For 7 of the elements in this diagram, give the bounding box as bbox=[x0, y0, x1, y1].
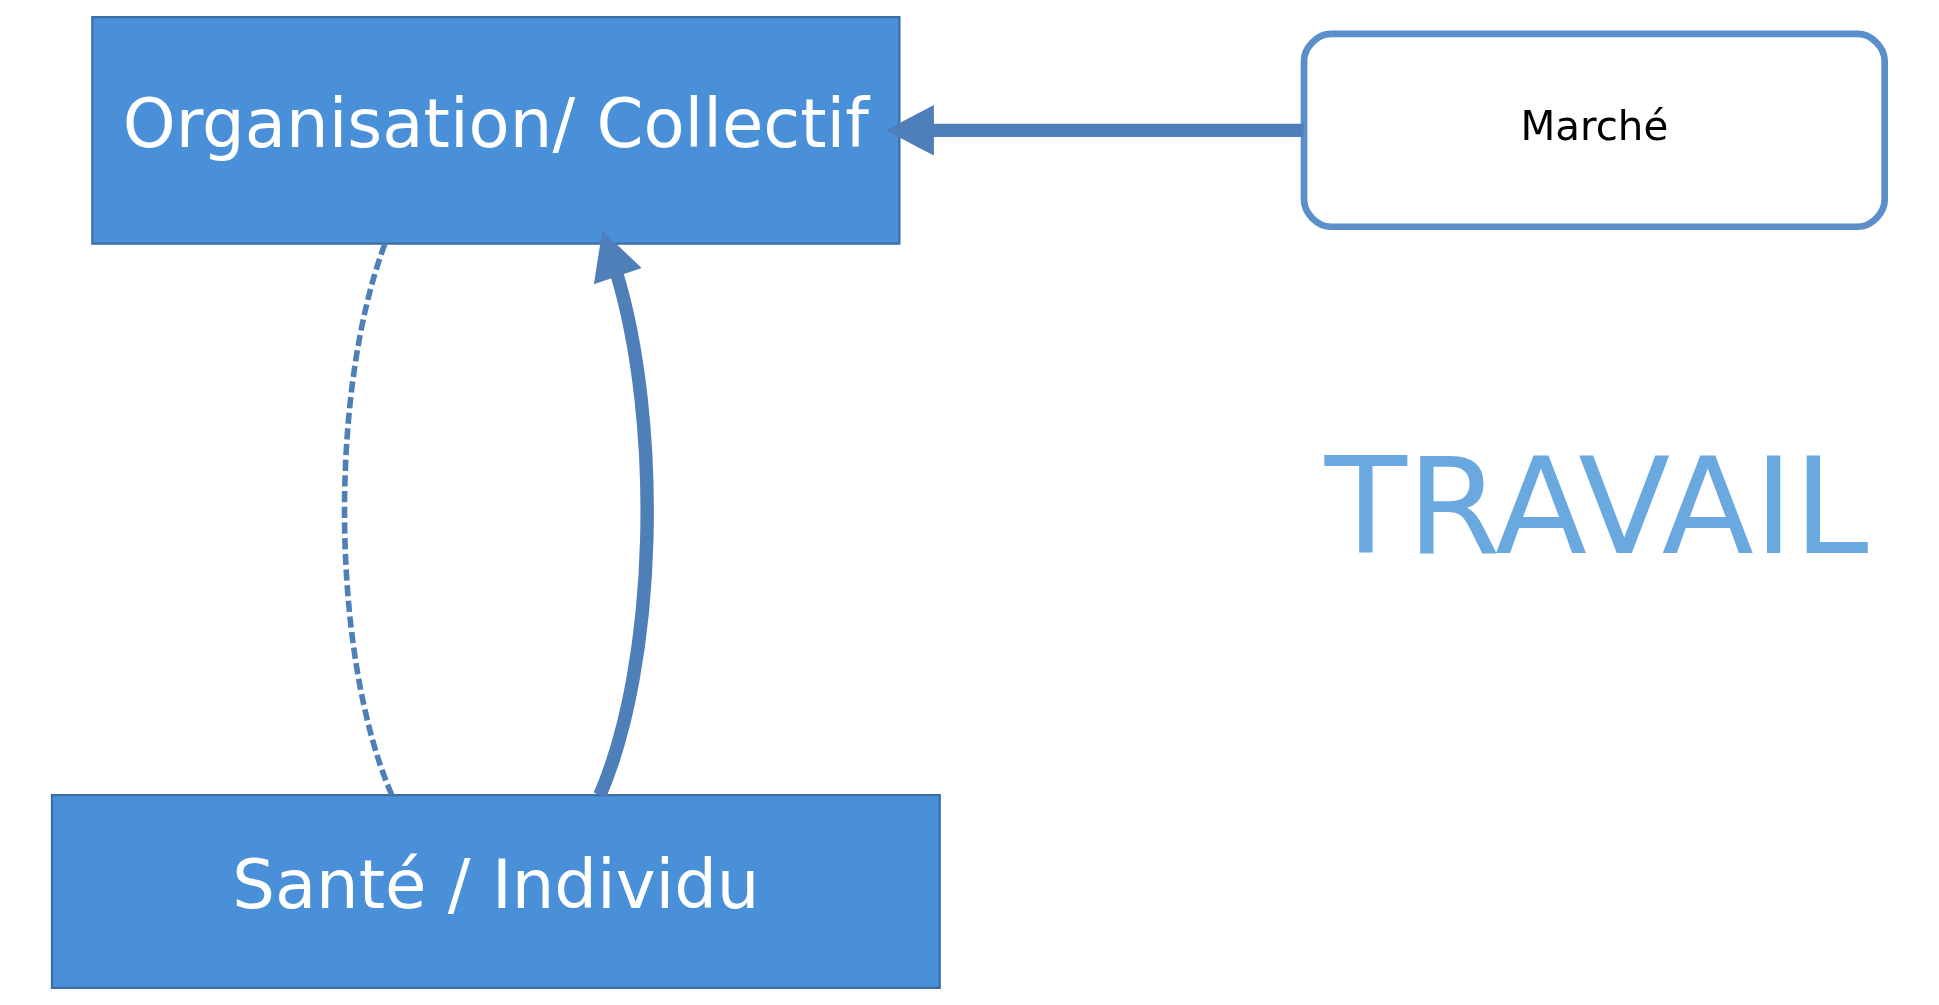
connector bbox=[341, 243, 394, 797]
arrow bbox=[593, 230, 654, 798]
label: TRAVAIL bbox=[1324, 427, 1868, 585]
arrow bbox=[885, 105, 1304, 156]
node-box: Marché bbox=[1300, 30, 1888, 231]
node-box: Santé / Individu bbox=[50, 793, 941, 989]
node-box: Organisation/ Collectif bbox=[90, 16, 900, 245]
